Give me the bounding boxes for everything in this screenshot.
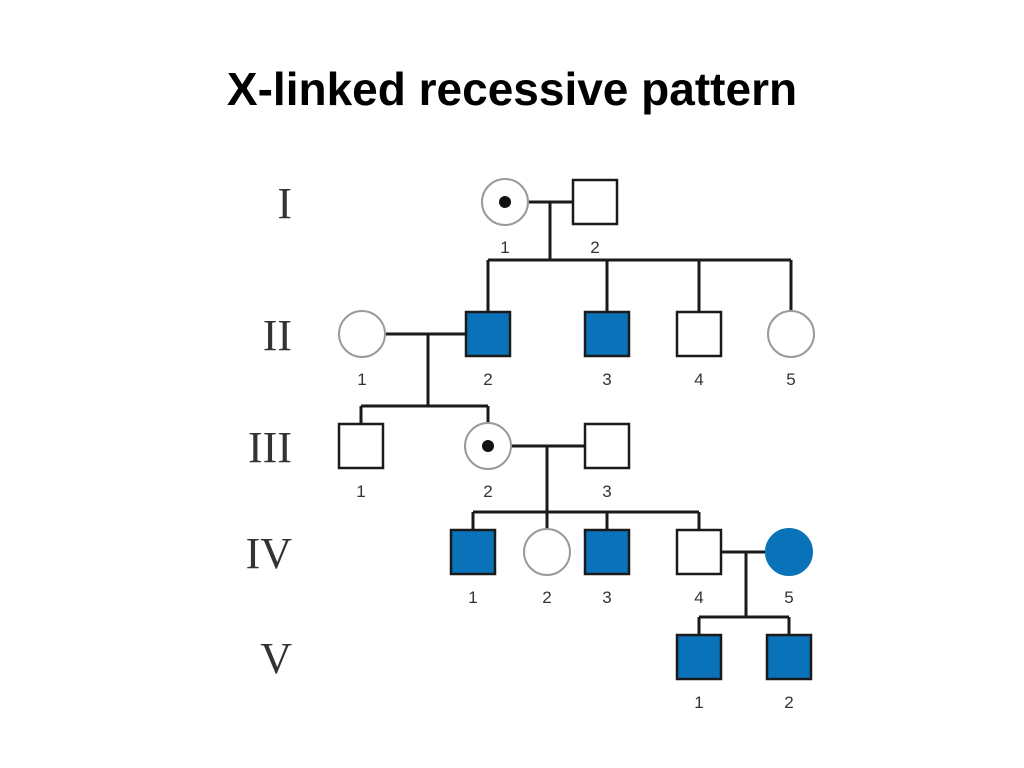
female-circle: [523, 528, 571, 576]
individual-number: 1: [356, 482, 365, 501]
male-square: [449, 528, 497, 576]
individual-iv-4: [675, 528, 723, 576]
individual-v-2: [765, 633, 813, 681]
individuals: [337, 178, 815, 681]
individual-i-2: [571, 178, 619, 226]
individual-v-1: [675, 633, 723, 681]
pedigree-lines: [359, 200, 793, 634]
female-circle: [767, 310, 815, 358]
individual-iii-2: [464, 422, 512, 470]
male-square: [675, 528, 723, 576]
individual-iii-3: [583, 422, 631, 470]
individual-ii-3: [583, 310, 631, 358]
individual-number: 5: [786, 370, 795, 389]
male-square: [337, 422, 385, 470]
individual-iv-1: [449, 528, 497, 576]
male-square: [571, 178, 619, 226]
generation-label: I: [277, 179, 292, 228]
individual-number: 1: [357, 370, 366, 389]
page-title: X-linked recessive pattern: [226, 63, 798, 115]
individual-numbers: 1 2 1 2 3 4 5 1 2 3 1 2 3 4 5 1 2: [356, 238, 795, 712]
individual-iv-3: [583, 528, 631, 576]
male-square: [765, 633, 813, 681]
individual-i-1: [481, 178, 529, 226]
individual-ii-5: [767, 310, 815, 358]
individual-ii-1: [338, 310, 386, 358]
generation-label: IV: [246, 529, 293, 578]
generation-label: II: [263, 311, 292, 360]
male-square: [583, 528, 631, 576]
individual-number: 3: [602, 588, 611, 607]
individual-number: 5: [784, 588, 793, 607]
individual-number: 2: [483, 482, 492, 501]
male-square: [675, 633, 723, 681]
individual-number: 2: [483, 370, 492, 389]
individual-number: 1: [694, 693, 703, 712]
carrier-dot: [499, 196, 511, 208]
male-square: [675, 310, 723, 358]
female-circle: [765, 528, 813, 576]
male-square: [583, 310, 631, 358]
individual-iv-2: [523, 528, 571, 576]
carrier-dot: [482, 440, 494, 452]
individual-number: 2: [542, 588, 551, 607]
individual-ii-4: [675, 310, 723, 358]
individual-number: 2: [784, 693, 793, 712]
generation-label: III: [248, 423, 292, 472]
individual-iii-1: [337, 422, 385, 470]
male-square: [583, 422, 631, 470]
individual-number: 3: [602, 370, 611, 389]
individual-number: 4: [694, 370, 703, 389]
individual-ii-2: [464, 310, 512, 358]
female-circle: [338, 310, 386, 358]
individual-number: 1: [468, 588, 477, 607]
individual-iv-5: [765, 528, 813, 576]
individual-number: 1: [500, 238, 509, 257]
individual-number: 4: [694, 588, 703, 607]
individual-number: 3: [602, 482, 611, 501]
individual-number: 2: [590, 238, 599, 257]
generation-label: V: [260, 634, 292, 683]
male-square: [464, 310, 512, 358]
